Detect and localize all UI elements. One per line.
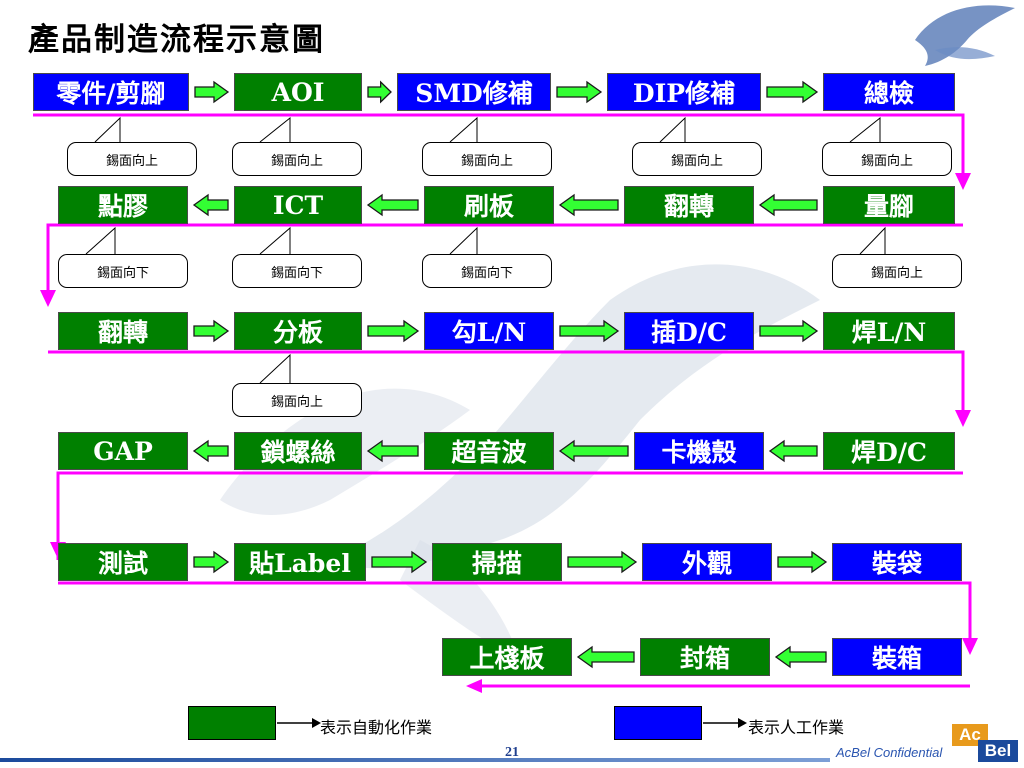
process-step: AOI	[234, 73, 362, 111]
legend-auto-label: 表示自動化作業	[320, 718, 433, 737]
callout-note: 錫面向下	[422, 254, 552, 288]
callout-note: 錫面向上	[832, 254, 962, 288]
callout-note: 錫面向上	[632, 142, 762, 176]
flow-arrow-r1-1	[366, 193, 419, 217]
flow-arrow-r5-0	[576, 645, 635, 669]
flow-arrow-r3-2	[558, 439, 629, 463]
process-step: 刷板	[424, 186, 554, 224]
page-number: 21	[505, 745, 519, 760]
process-step: 超音波	[424, 432, 554, 470]
confidential-label: AcBel Confidential	[836, 745, 943, 760]
process-step: 封箱	[640, 638, 770, 676]
flow-line-3	[56, 471, 963, 560]
callout-pointer	[859, 226, 886, 255]
process-step: SMD修補	[397, 73, 551, 111]
flow-arrowhead-5	[466, 679, 482, 693]
callout-pointer	[259, 353, 291, 384]
callout-pointer	[259, 226, 291, 255]
process-step: 裝袋	[832, 543, 962, 581]
callout-pointer	[849, 116, 881, 143]
callout-pointer	[449, 116, 478, 143]
flow-arrow-r0-0	[194, 80, 230, 104]
legend-manual-label: 表示人工作業	[748, 718, 845, 737]
process-step: 鎖螺絲	[234, 432, 362, 470]
flow-arrow-r4-2	[567, 550, 638, 574]
flow-line-1	[46, 223, 963, 300]
flow-arrow-r4-3	[777, 550, 828, 574]
acbel-logo: Ac Bel	[952, 724, 1018, 764]
flow-arrow-r3-3	[768, 439, 818, 463]
flow-arrow-r5-1	[774, 645, 827, 669]
callout-note: 錫面向下	[58, 254, 188, 288]
flow-arrow-r0-3	[766, 80, 819, 104]
process-step: GAP	[58, 432, 188, 470]
footer-bar	[0, 758, 830, 762]
flow-arrow-r2-1	[367, 319, 420, 343]
legend-manual-swatch	[614, 706, 702, 740]
process-step: 裝箱	[832, 638, 962, 676]
callout-note: 錫面向上	[232, 142, 362, 176]
process-step: 焊D/C	[823, 432, 955, 470]
flow-line-2	[48, 350, 965, 420]
page-title: 產品制造流程示意圖	[28, 22, 325, 58]
process-step: 測試	[58, 543, 188, 581]
process-step: 插D/C	[624, 312, 754, 350]
flow-arrow-r2-2	[559, 319, 620, 343]
logo-bel: Bel	[978, 740, 1018, 762]
process-step: ICT	[234, 186, 362, 224]
flow-arrowhead-4	[962, 638, 978, 655]
flow-line-0	[33, 113, 965, 185]
flow-arrow-r4-1	[371, 550, 428, 574]
process-step: 翻轉	[624, 186, 754, 224]
process-step: 焊L/N	[823, 312, 955, 350]
callout-note: 錫面向下	[232, 254, 362, 288]
callout-pointer	[85, 226, 116, 255]
process-step: 點膠	[58, 186, 188, 224]
flow-arrowhead-1	[40, 290, 56, 307]
flow-arrow-r3-1	[366, 439, 419, 463]
process-step: 外觀	[642, 543, 772, 581]
flow-arrow-r3-0	[192, 439, 229, 463]
callout-note: 錫面向上	[67, 142, 197, 176]
flow-arrow-r1-0	[192, 193, 229, 217]
process-step: 掃描	[432, 543, 562, 581]
process-step: 分板	[234, 312, 362, 350]
callout-pointer	[449, 226, 478, 255]
flow-arrow-r0-1	[367, 80, 392, 104]
callout-pointer	[659, 116, 686, 143]
legend-auto-swatch	[188, 706, 276, 740]
process-step: 貼Label	[234, 543, 366, 581]
process-step: 翻轉	[58, 312, 188, 350]
flow-arrowhead-2	[955, 410, 971, 427]
flow-line-4	[58, 581, 972, 650]
process-step: 卡機殼	[634, 432, 764, 470]
callout-note: 錫面向上	[232, 383, 362, 417]
eagle-logo-icon	[915, 5, 1015, 66]
legend-manual-arrowhead	[738, 718, 747, 728]
legend-auto-arrowhead	[312, 718, 321, 728]
flow-arrow-r1-2	[558, 193, 619, 217]
flow-arrowhead-0	[955, 173, 971, 190]
callout-note: 錫面向上	[422, 142, 552, 176]
callout-pointer	[259, 116, 291, 143]
process-step: DIP修補	[607, 73, 761, 111]
callout-pointer	[94, 116, 121, 143]
process-step: 上棧板	[442, 638, 572, 676]
flow-arrow-r1-3	[758, 193, 818, 217]
process-step: 勾L/N	[424, 312, 554, 350]
process-step: 零件/剪腳	[33, 73, 189, 111]
process-step: 量腳	[823, 186, 955, 224]
flow-arrow-r2-0	[193, 319, 230, 343]
flow-arrow-r2-3	[759, 319, 819, 343]
flow-arrow-r0-2	[556, 80, 603, 104]
process-step: 總檢	[823, 73, 955, 111]
flow-arrow-r4-0	[193, 550, 230, 574]
callout-note: 錫面向上	[822, 142, 952, 176]
